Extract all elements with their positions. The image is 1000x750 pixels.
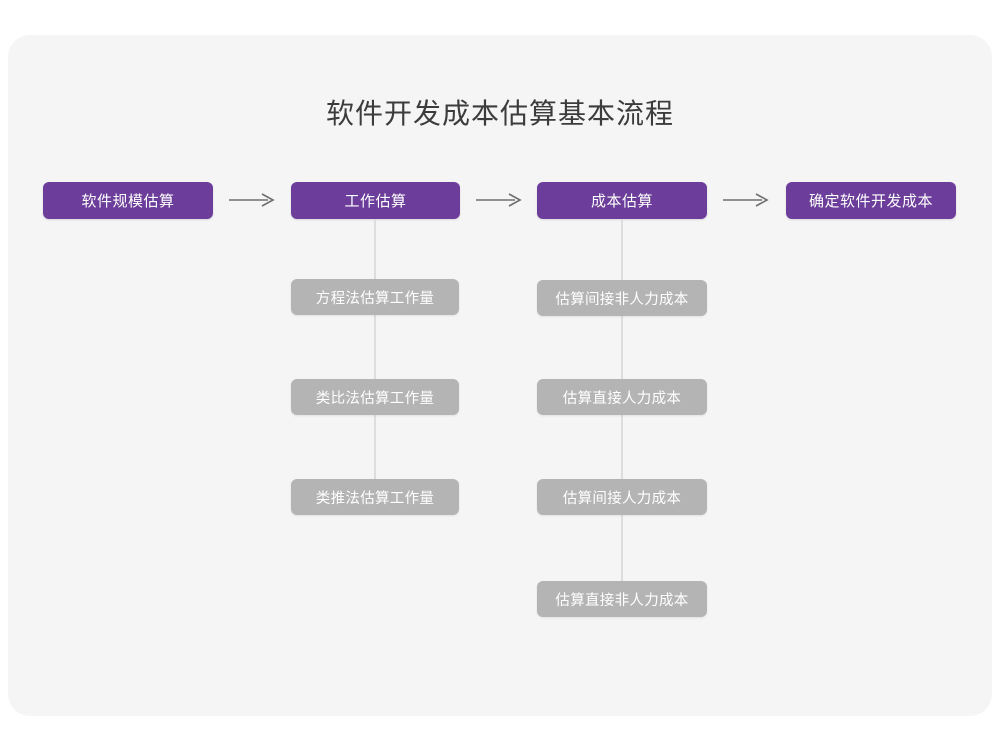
connector-line-work-1 <box>374 219 376 279</box>
sub-node-equation-method-effort[interactable]: 方程法估算工作量 <box>291 279 459 315</box>
flow-step-determine-development-cost[interactable]: 确定软件开发成本 <box>786 182 956 219</box>
sub-node-label: 类推法估算工作量 <box>315 490 435 507</box>
sub-node-label: 估算直接人力成本 <box>562 390 682 407</box>
sub-node-analogous-inference-effort[interactable]: 类推法估算工作量 <box>291 479 459 515</box>
sub-node-label: 估算间接非人力成本 <box>555 291 689 308</box>
sub-node-label: 方程法估算工作量 <box>315 290 435 307</box>
flow-step-label: 软件规模估算 <box>81 193 175 210</box>
connector-line-work-3 <box>374 415 376 479</box>
connector-line-cost-4 <box>621 515 623 581</box>
sub-node-analogy-method-effort[interactable]: 类比法估算工作量 <box>291 379 459 415</box>
page-title: 软件开发成本估算基本流程 <box>325 98 674 129</box>
sub-node-label: 估算直接非人力成本 <box>555 592 689 609</box>
sub-node-direct-labor-cost[interactable]: 估算直接人力成本 <box>537 379 707 415</box>
flow-step-label: 工作估算 <box>344 193 407 210</box>
flow-step-label: 确定软件开发成本 <box>808 193 933 210</box>
diagram-card <box>8 35 992 716</box>
flow-step-work-estimation[interactable]: 工作估算 <box>291 182 460 219</box>
connector-line-cost-2 <box>621 316 623 379</box>
sub-node-label: 类比法估算工作量 <box>315 390 435 407</box>
sub-node-label: 估算间接人力成本 <box>562 490 682 507</box>
sub-node-indirect-labor-cost[interactable]: 估算间接人力成本 <box>537 479 707 515</box>
connector-line-work-2 <box>374 315 376 379</box>
sub-node-direct-non-labor-cost[interactable]: 估算直接非人力成本 <box>537 581 707 617</box>
flow-step-label: 成本估算 <box>590 193 653 210</box>
sub-node-indirect-non-labor-cost[interactable]: 估算间接非人力成本 <box>537 280 707 316</box>
flow-step-software-scale-estimation[interactable]: 软件规模估算 <box>43 182 213 219</box>
flow-step-cost-estimation[interactable]: 成本估算 <box>537 182 707 219</box>
connector-line-cost-1 <box>621 219 623 280</box>
connector-line-cost-3 <box>621 415 623 479</box>
